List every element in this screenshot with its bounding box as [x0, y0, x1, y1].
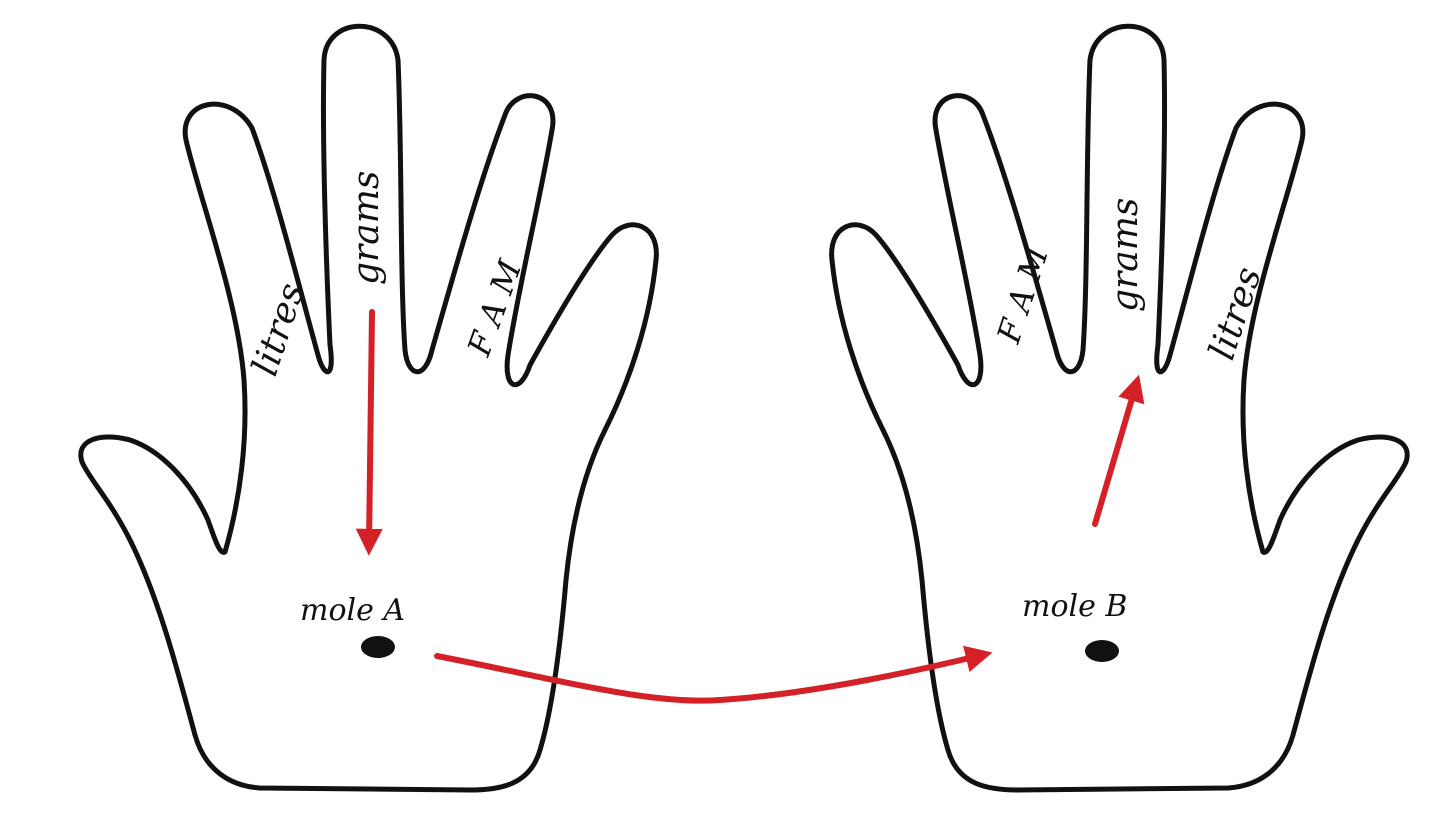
arrow-mole-b-to-grams: [1092, 374, 1145, 527]
mole-a-dot: [361, 636, 395, 658]
left-hand: litres grams F A M mole A: [81, 26, 657, 790]
arrow-mole-a-to-mole-b: [434, 645, 993, 704]
mole-b-label: mole B: [1022, 589, 1127, 624]
right-finger-grams: grams: [1105, 198, 1146, 312]
mole-b-dot: [1085, 640, 1119, 662]
arrow-grams-to-mole-a: [355, 309, 383, 556]
right-hand-outline: [832, 26, 1408, 790]
right-hand: F A M grams litres mole B: [832, 26, 1408, 790]
left-finger-grams: grams: [346, 171, 387, 285]
mole-a-label: mole A: [300, 593, 405, 628]
